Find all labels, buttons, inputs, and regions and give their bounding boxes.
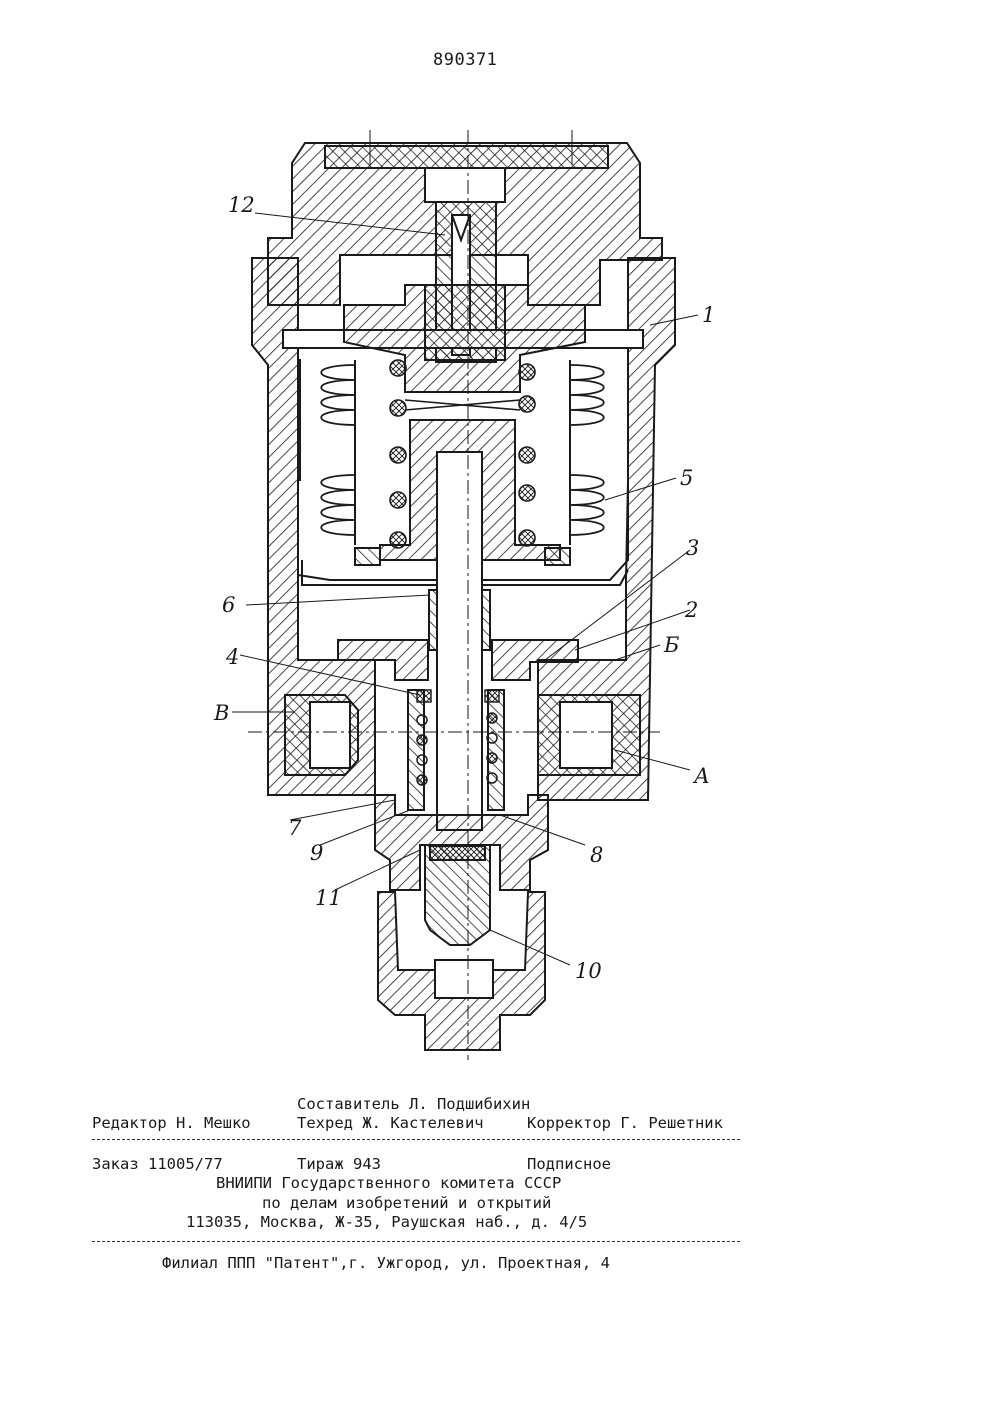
label-7: 7 (288, 816, 302, 840)
label-3: 3 (686, 536, 699, 560)
label-6: 6 (222, 593, 235, 617)
branch-line: Филиал ППП "Патент",г. Ужгород, ул. Прое… (162, 1254, 610, 1272)
org-address: 113035, Москва, Ж-35, Раушская наб., д. … (186, 1213, 587, 1231)
label-B-cyr: Б (663, 633, 679, 657)
label-8: 8 (590, 843, 603, 867)
divider-bottom (92, 1241, 740, 1242)
corrector-line: Корректор Г. Решетник (527, 1114, 723, 1132)
org-line-2: по делам изобретений и открытий (262, 1194, 551, 1212)
editor-line: Редактор Н. Мешко (92, 1114, 251, 1132)
label-4: 4 (225, 645, 239, 669)
label-1: 1 (702, 303, 715, 327)
circulation-line: Тираж 943 (297, 1155, 381, 1173)
label-10: 10 (575, 959, 602, 983)
divider-top (92, 1139, 740, 1140)
label-12: 12 (228, 193, 255, 217)
order-line: Заказ 11005/77 (92, 1155, 223, 1173)
technical-drawing: 12 1 5 3 6 2 Б 4 В А 7 9 8 11 10 (0, 0, 1000, 1080)
label-2: 2 (684, 598, 698, 622)
label-V: В (213, 701, 229, 725)
techred-line: Техред Ж. Кастелевич (297, 1114, 484, 1132)
org-line-1: ВНИИПИ Государственного комитета СССР (216, 1174, 561, 1192)
subscription-line: Подписное (527, 1155, 611, 1173)
label-9: 9 (310, 841, 323, 865)
label-A: А (692, 764, 710, 788)
label-5: 5 (680, 466, 693, 490)
compiler-line: Составитель Л. Подшибихин (297, 1095, 530, 1113)
label-11: 11 (315, 886, 342, 910)
